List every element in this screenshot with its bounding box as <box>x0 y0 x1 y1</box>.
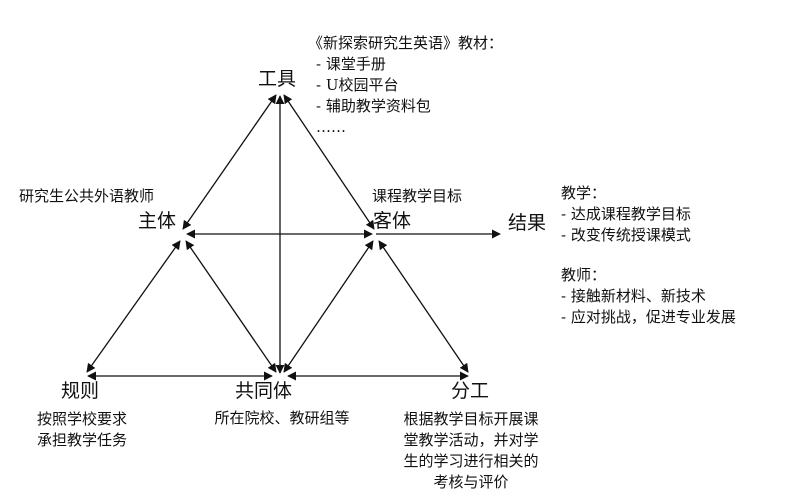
node-subject: 主体 <box>138 210 177 232</box>
node-tool: 工具 <box>258 68 297 90</box>
outcome-teaching-note: 教学： - 达成课程教学目标 - 改变传统授课模式 <box>561 183 691 246</box>
outcome-note-line: - 达成课程教学目标 <box>561 205 691 223</box>
tool-note-line: - 辅助教学资料包 <box>316 97 431 115</box>
outcome-teacher-note: 教师： - 接触新材料、新技术 - 应对挑战，促进专业发展 <box>561 265 736 328</box>
division-note-line: 根据教学目标开展课 <box>403 410 539 428</box>
rules-note: 按照学校要求 承担教学任务 <box>37 409 127 451</box>
rules-note-line: 按照学校要求 <box>36 410 128 428</box>
outcome-note-line: - 改变传统授课模式 <box>561 226 691 244</box>
arrow-subject-community <box>185 240 277 373</box>
division-note-line: 考核与评价 <box>433 473 509 491</box>
tool-note: 《新探索研究生英语》教材： - 课堂手册 - U校园平台 - 辅助教学资料包 …… <box>308 33 503 138</box>
tool-note-line: - U校园平台 <box>316 76 399 94</box>
node-division: 分工 <box>451 380 490 402</box>
arrow-tool-object <box>283 94 375 230</box>
arrow-object-division <box>378 240 469 373</box>
outcome-note-line: 教师： <box>561 266 607 284</box>
division-note-line: 堂教学活动，并对学 <box>403 431 539 449</box>
outcome-note-line: 教学： <box>561 184 607 202</box>
division-note: 根据教学目标开展课 堂教学活动，并对学 生的学习进行相关的 考核与评价 <box>403 409 538 493</box>
object-note: 课程教学目标 <box>372 187 463 205</box>
subject-note: 研究生公共外语教师 <box>19 187 155 205</box>
community-note: 所在院校、教研组等 <box>214 409 350 427</box>
node-community: 共同体 <box>235 380 293 402</box>
node-rules: 规则 <box>61 380 100 402</box>
arrow-tool-subject <box>182 94 277 230</box>
rules-note-line: 承担教学任务 <box>36 431 128 449</box>
outcome-note-line: - 应对挑战，促进专业发展 <box>561 308 736 326</box>
arrow-object-community <box>283 240 374 373</box>
tool-note-line: - 课堂手册 <box>316 55 386 73</box>
node-object: 客体 <box>373 210 412 232</box>
outcome-note-line: - 接触新材料、新技术 <box>561 287 706 305</box>
node-outcome: 结果 <box>508 212 547 234</box>
tool-note-line: 《新探索研究生英语》教材： <box>308 34 504 52</box>
arrow-subject-rules <box>86 240 181 373</box>
division-note-line: 生的学习进行相关的 <box>403 452 539 470</box>
tool-note-line: …… <box>316 118 346 136</box>
